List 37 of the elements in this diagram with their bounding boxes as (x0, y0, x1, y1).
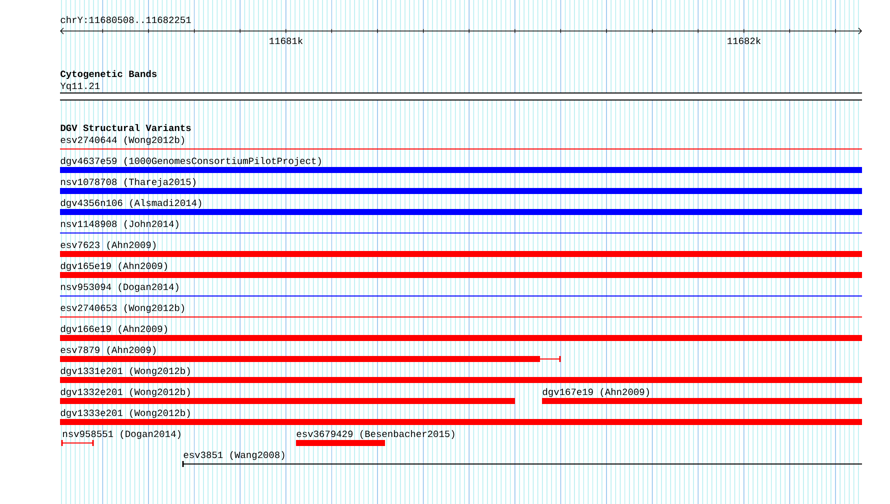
node-label: dgv4637e59 (1000GenomesConsortiumPilotProject) (60, 157, 321, 166)
track-heading: DGV Structural Variants (60, 124, 191, 132)
variant-feature: nsv953094 (Dogan2014) (60, 283, 862, 296)
node-label: dgv1331e201 (Wong2012b) (60, 367, 190, 376)
variant-feature: dgv4637e59 (1000GenomesConsortiumPilotProject) (60, 157, 862, 173)
location-label: chrY:11680508..11682251 (60, 16, 191, 24)
node-label: esv3679429 (Besenbacher2015) (296, 430, 454, 439)
variant-feature: esv3851 (Wang2008) (182, 451, 862, 467)
node-label: Yq11.21 (60, 82, 100, 91)
variant-feature: nsv958551 (Dogan2014) (61, 430, 180, 446)
node-label: dgv166e19 (Ahn2009) (60, 325, 167, 334)
variant-feature: esv2740653 (Wong2012b) (60, 304, 862, 318)
node-label: dgv165e19 (Ahn2009) (60, 262, 167, 271)
track-heading: Cytogenetic Bands (60, 70, 157, 79)
variant-feature: nsv1078708 (Thareja2015) (60, 178, 862, 194)
variant-feature: dgv167e19 (Ahn2009) (542, 388, 862, 404)
node-label: nsv1078708 (Thareja2015) (61, 178, 196, 187)
node-label: dgv4356n106 (Alsmadi2014) (60, 199, 202, 208)
node-label: dgv167e19 (Ahn2009) (542, 388, 649, 397)
cytoband-bar: Yq11.21 (60, 82, 862, 100)
variant-feature: dgv165e19 (Ahn2009) (60, 262, 862, 278)
variant-feature: esv3679429 (Besenbacher2015) (296, 430, 454, 446)
node-label: esv7879 (Ahn2009) (60, 346, 156, 355)
node-label: dgv1333e201 (Wong2012b) (60, 409, 190, 418)
variant-feature: nsv1148908 (John2014) (60, 220, 862, 234)
variant-feature: dgv1331e201 (Wong2012b) (60, 367, 862, 383)
tick-label: 11681k (270, 37, 303, 44)
variant-feature: esv7879 (Ahn2009) (60, 346, 561, 362)
node-label: esv7623 (Ahn2009) (60, 241, 156, 250)
tick-label: 11682k (728, 37, 761, 44)
variant-feature: dgv1333e201 (Wong2012b) (60, 409, 862, 425)
variant-feature: dgv4356n106 (Alsmadi2014) (60, 199, 862, 215)
variant-feature: dgv166e19 (Ahn2009) (60, 325, 862, 341)
node-label: dgv1332e201 (Wong2012b) (60, 388, 190, 397)
variant-feature: dgv1332e201 (Wong2012b) (60, 388, 515, 404)
variant-feature: esv7623 (Ahn2009) (60, 241, 862, 257)
variant-feature: esv2740644 (Wong2012b) (60, 136, 862, 150)
